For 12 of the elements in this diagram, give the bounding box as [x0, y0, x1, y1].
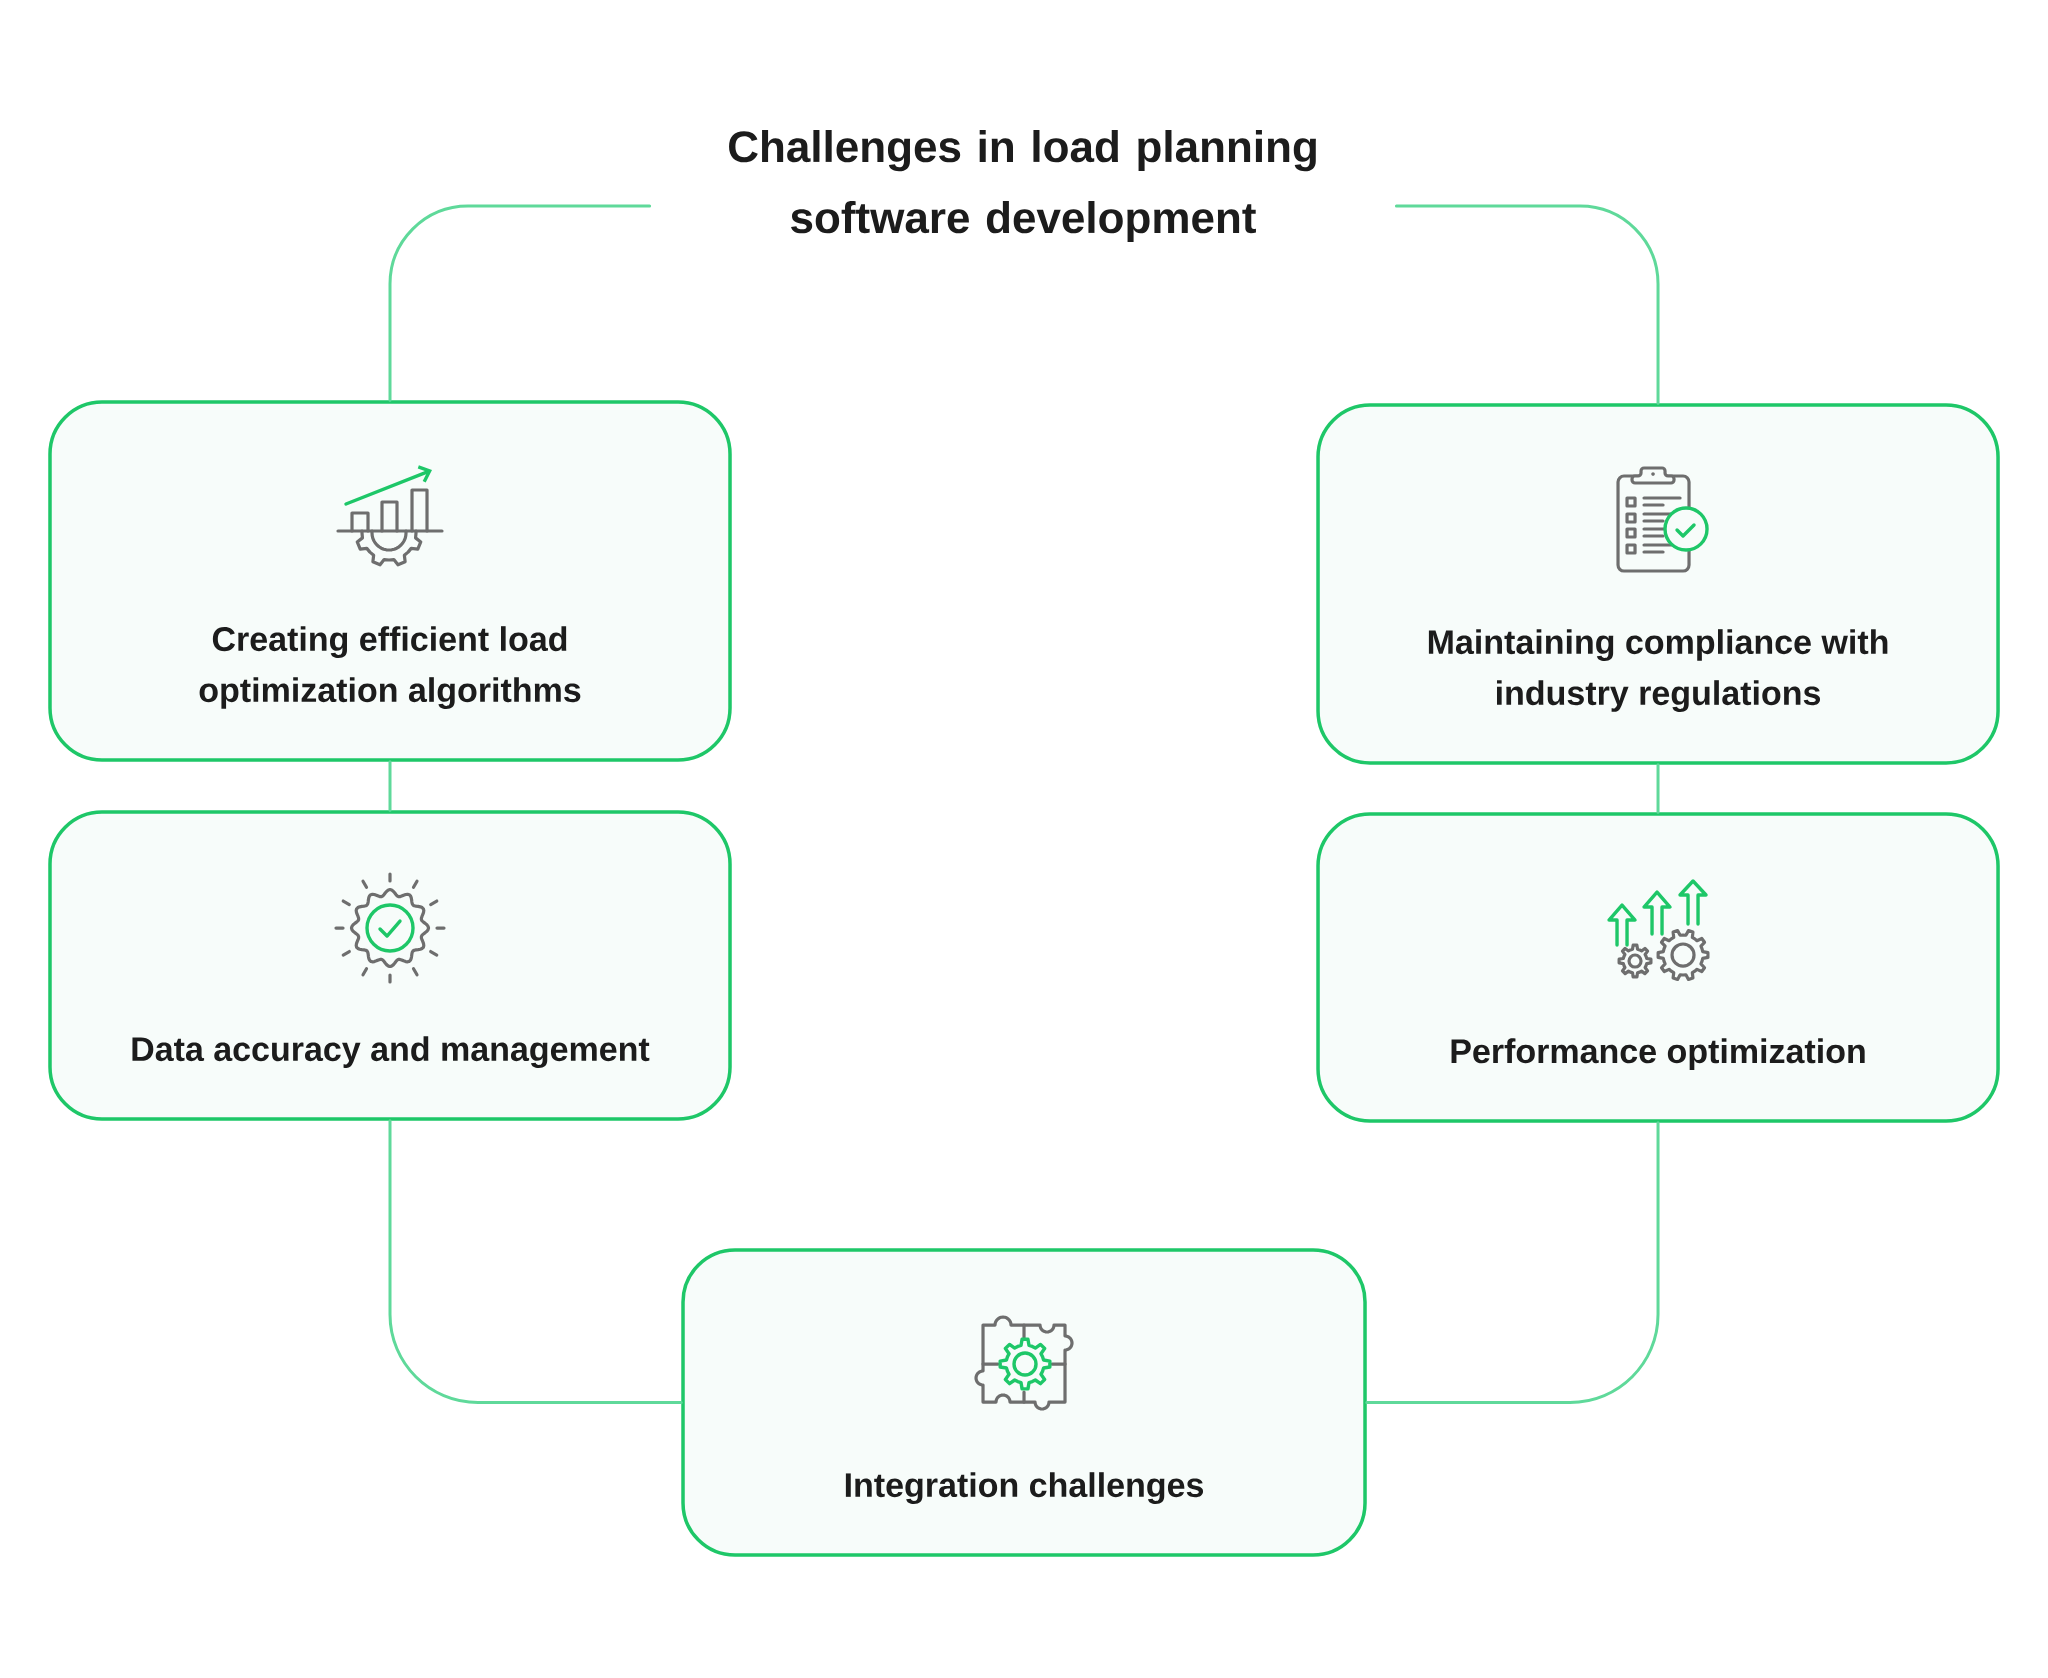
connector-line	[1394, 204, 1660, 405]
card: Creating efficient load optimization algorithms	[48, 400, 732, 762]
connector-line	[388, 1119, 683, 1405]
card: Integration challenges	[681, 1248, 1367, 1557]
card: Performance optimization	[1316, 812, 2000, 1123]
card: Data accuracy and management	[48, 810, 732, 1121]
title: Challenges in load planning software development	[729, 130, 1316, 242]
card: Maintaining compliance with industry regulations	[1316, 403, 2000, 765]
connector-line	[388, 760, 392, 812]
connector-line	[388, 204, 652, 402]
connector-line	[1365, 1121, 1660, 1405]
connector-line	[1656, 763, 1660, 814]
